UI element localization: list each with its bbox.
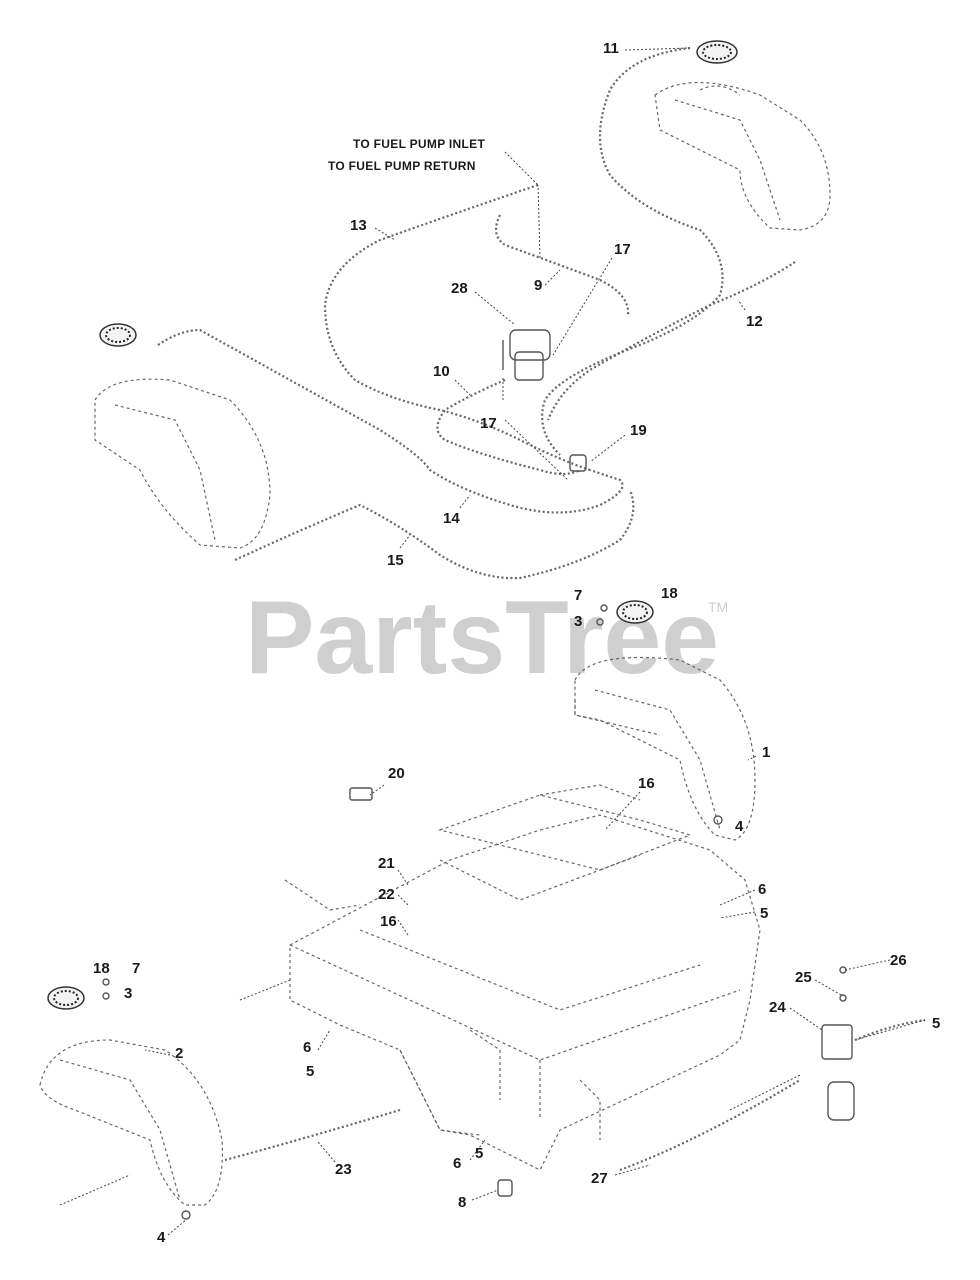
callout-26: 26 [890,952,907,969]
fuel-tank-2 [39,986,223,1220]
clip-8 [497,1179,513,1197]
callout-6: 6 [303,1039,311,1056]
upper-left-fuel-tank [94,323,271,549]
callout-3: 3 [574,613,582,630]
callout-19: 19 [630,422,647,439]
note-fuel-pump-return: TO FUEL PUMP RETURN [328,159,476,173]
callout-15: 15 [387,552,404,569]
callout-16: 16 [638,775,655,792]
callout-5: 5 [932,1015,940,1032]
hose-27 [619,1079,801,1172]
callout-6: 6 [453,1155,461,1172]
hose-14 [157,328,624,514]
callout-27: 27 [591,1170,608,1187]
upper-right-fuel-tank [654,40,831,231]
fuel-filter-24 [821,1024,855,1121]
lower-frame-assembly [39,600,926,1220]
callout-5: 5 [475,1145,483,1162]
fitting-4 [181,1210,191,1220]
fastener-3 [596,618,604,626]
hose-5-right [854,1018,926,1042]
callout-17: 17 [480,415,497,432]
callout-1: 1 [762,744,770,761]
hose-12 [546,261,796,421]
callout-7: 7 [574,587,582,604]
callout-24: 24 [769,999,786,1016]
fitting-4 [713,815,723,825]
hose-11 [541,46,724,456]
callout-5: 5 [306,1063,314,1080]
callout-25: 25 [795,969,812,986]
callout-14: 14 [443,510,460,527]
note-fuel-pump-inlet: TO FUEL PUMP INLET [353,137,485,151]
callout-20: 20 [388,765,405,782]
callout-18: 18 [93,960,110,977]
watermark: PartsTree TM [245,580,728,696]
callout-13: 13 [350,217,367,234]
clamp-19 [569,454,587,472]
callout-2: 2 [175,1045,183,1062]
fastener-26 [839,966,847,974]
watermark-trademark: TM [708,599,728,615]
watermark-text: PartsTree [245,580,719,696]
callout-22: 22 [378,886,395,903]
callout-9: 9 [534,277,542,294]
callout-11: 11 [603,40,619,57]
callout-17: 17 [614,241,631,258]
fastener-7 [102,978,110,986]
callout-labels: 11 13 17 28 9 12 10 17 19 14 15 7 3 18 1… [93,40,940,1246]
callout-18: 18 [661,585,678,602]
bracket-20 [349,787,373,801]
fuel-filter-28 [502,329,551,381]
fastener-3 [102,992,110,1000]
hose-notes: TO FUEL PUMP INLET TO FUEL PUMP RETURN [328,137,485,173]
hose-9 [494,214,630,316]
hose-15 [234,489,635,580]
fastener-25 [839,994,847,1002]
callout-8: 8 [458,1194,466,1211]
fuel-tank-1 [574,600,756,841]
upper-hose-assembly [94,40,831,580]
callout-28: 28 [451,280,468,297]
callout-4: 4 [157,1229,166,1246]
fastener-7 [600,604,608,612]
callout-23: 23 [335,1161,352,1178]
callout-12: 12 [746,313,763,330]
callout-6: 6 [758,881,766,898]
callout-7: 7 [132,960,140,977]
hose-10 [436,378,581,476]
callout-21: 21 [378,855,395,872]
callout-4: 4 [735,818,744,835]
callout-5: 5 [760,905,768,922]
callout-10: 10 [433,363,450,380]
main-frame [284,784,761,1171]
callout-3: 3 [124,985,132,1002]
callout-16: 16 [380,913,397,930]
hose-23 [224,1108,401,1162]
leader-lines [144,47,926,1236]
